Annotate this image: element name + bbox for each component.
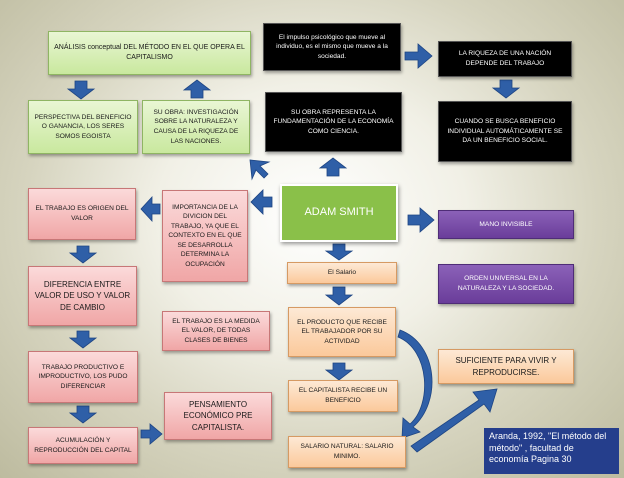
arrow-right-impulso-riqueza <box>404 43 433 69</box>
box-orden-universal: ORDEN UNIVERSAL EN LA NATURALEZA Y LA SO… <box>438 264 574 304</box>
arrow-down-productivo-acumulacion <box>68 405 98 424</box>
box-suficiente-vivir: SUFICIENTE PARA VIVIR Y REPRODUCIRSE. <box>438 349 574 384</box>
arrow-right-adam-mano <box>407 207 435 233</box>
box-su-obra-investigacion: SU OBRA: INVESTIGACIÓN SOBRE LA NATURALE… <box>142 100 250 154</box>
box-mano-invisible: MANO INVISIBLE <box>438 210 574 239</box>
box-riqueza-nacion: LA RIQUEZA DE UNA NACIÓN DEPENDE DEL TRA… <box>438 41 572 77</box>
box-el-salario: El Salario <box>287 262 397 284</box>
arrow-left-adam-importancia <box>250 189 273 215</box>
box-producto-trabajador: EL PRODUCTO QUE RECIBE EL TRABAJADOR POR… <box>288 307 396 357</box>
box-trabajo-medida-valor: EL TRABAJO ES LA MEDIDA EL VALOR, DE TOD… <box>162 311 270 351</box>
arrow-down-diferencia-productivo <box>68 330 98 349</box>
box-analisis-conceptual: ANÁLISIS conceptual DEL MÉTODO EN EL QUE… <box>48 31 251 75</box>
arrow-down-riqueza-cuando <box>491 79 521 99</box>
arrow-right-acumulacion-pensamiento <box>140 423 163 445</box>
box-trabajo-origen-valor: EL TRABAJO ES ORIGEN DEL VALOR <box>28 188 136 240</box>
arrow-left-importancia-origen <box>140 195 161 223</box>
arrow-up-adam-representa <box>318 157 348 177</box>
arrow-down-analisis-perspectiva <box>66 80 96 100</box>
arrow-down-producto-capitalista <box>324 362 354 381</box>
arrow-down-salario-producto <box>324 286 354 306</box>
box-pensamiento-economico: PENSAMIENTO ECONÓMICO PRE CAPITALISTA. <box>164 392 272 440</box>
box-diferencia-valor: DIFERENCIA ENTRE VALOR DE USO Y VALOR DE… <box>28 266 137 326</box>
node-adam-smith: ADAM SMITH <box>280 184 398 242</box>
arrow-diag-adam-obra <box>249 159 271 181</box>
box-salario-natural: SALARIO NATURAL: SALARIO MINIMO. <box>288 436 406 468</box>
box-importancia-division: IMPORTANCIA DE LA DIVICION DEL TRABAJO, … <box>162 190 248 282</box>
box-cuando-busca-beneficio: CUANDO SE BUSCA BENEFICIO INDIVIDUAL AUT… <box>438 101 572 162</box>
arrow-curved-producto-salario-natural <box>397 329 433 439</box>
box-acumulacion-capital: ACUMULACIÓN Y REPRODUCCIÓN DEL CAPITAL <box>28 427 138 464</box>
arrow-up-obra-analisis <box>182 79 212 99</box>
box-trabajo-productivo: TRABAJO PRODUCTIVO E IMPRODUCTIVO, LOS P… <box>28 351 138 403</box>
box-perspectiva-beneficio: PERSPECTIVA DEL BENEFICIO O GANANCIA, LO… <box>28 100 138 154</box>
box-capitalista-beneficio: EL CAPITALISTA RECIBE UN BENEFICIO <box>288 380 398 412</box>
box-impulso-psicologico: El impulso psicológico que mueve al indi… <box>263 23 401 71</box>
arrow-down-adam-salario <box>324 243 354 261</box>
box-su-obra-representa: SU OBRA REPRESENTA LA FUNDAMENTACIÓN DE … <box>265 92 402 152</box>
reference-citation: Aranda, 1992, "El método del método" , f… <box>484 428 619 474</box>
arrow-diag-salario-suficiente <box>410 388 498 453</box>
arrow-down-origen-diferencia <box>68 245 98 264</box>
